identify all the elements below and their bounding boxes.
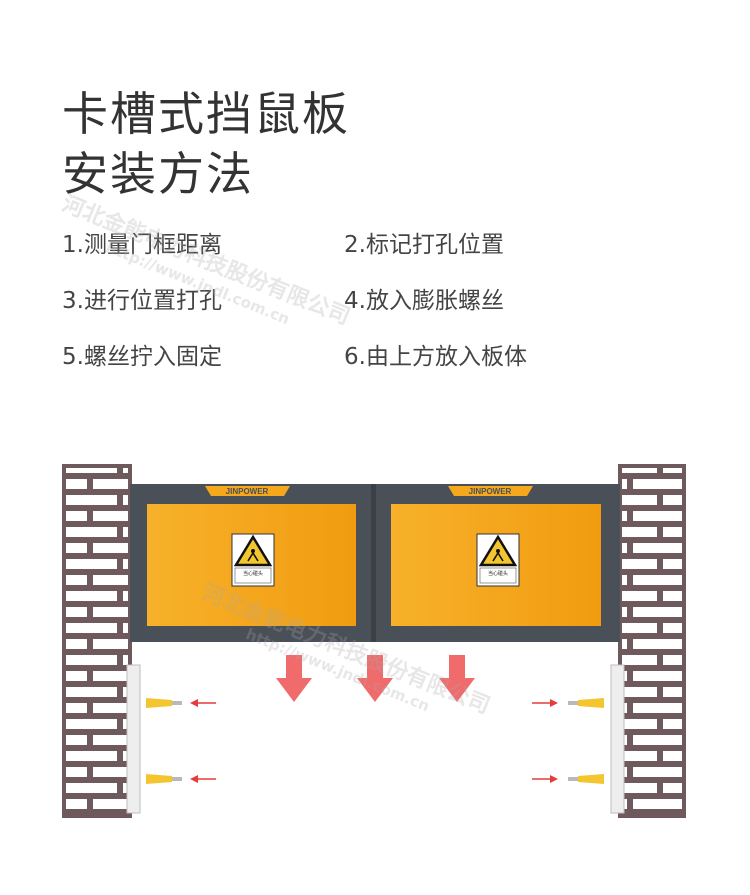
step-item: 5.螺丝拧入固定 xyxy=(62,344,222,370)
down-arrow-icon xyxy=(357,655,393,702)
left-arrow-icon xyxy=(190,775,216,783)
steps-list: 1.测量门框距离 2.标记打孔位置 3.进行位置打孔 4.放入膨胀螺丝 5.螺丝… xyxy=(62,228,702,374)
expansion-anchor-icon xyxy=(568,774,604,784)
brand-plate-right xyxy=(448,486,533,496)
page-title: 卡槽式挡鼠板 安装方法 xyxy=(62,84,350,204)
installation-illustration: JINPOWER 当心碰头 JINPOWER 当心碰头 xyxy=(0,460,750,840)
expansion-anchor-icon xyxy=(146,698,182,708)
title-line-2: 安装方法 xyxy=(62,147,254,201)
expansion-anchor-icon xyxy=(568,698,604,708)
step-item: 2.标记打孔位置 xyxy=(344,232,504,258)
brand-label-right: JINPOWER xyxy=(469,487,512,496)
step-item: 6.由上方放入板体 xyxy=(344,344,527,370)
left-brick-wall xyxy=(62,464,141,818)
left-anchors xyxy=(146,698,216,784)
step-item: 3.进行位置打孔 xyxy=(62,288,222,314)
brand-label-left: JINPOWER xyxy=(226,487,269,496)
warning-sign-right: 当心碰头 xyxy=(476,533,520,587)
title-line-1: 卡槽式挡鼠板 xyxy=(62,87,350,141)
step-item: 1.测量门框距离 xyxy=(62,232,222,258)
step-item: 4.放入膨胀螺丝 xyxy=(344,288,504,314)
right-arrow-icon xyxy=(532,775,558,783)
right-brick-wall xyxy=(610,464,686,818)
warning-sign-left: 当心碰头 xyxy=(231,533,275,587)
expansion-anchor-icon xyxy=(146,774,182,784)
right-anchors xyxy=(532,698,604,784)
rodent-board-frame: JINPOWER 当心碰头 JINPOWER 当心碰头 xyxy=(130,484,620,642)
left-arrow-icon xyxy=(190,699,216,707)
brand-plate-left xyxy=(205,486,290,496)
down-arrow-icon xyxy=(439,655,475,702)
warning-sign-text-left: 当心碰头 xyxy=(243,570,263,577)
right-arrow-icon xyxy=(532,699,558,707)
warning-sign-text-right: 当心碰头 xyxy=(488,570,508,577)
down-arrow-icon xyxy=(276,655,312,702)
illustration-svg: JINPOWER 当心碰头 JINPOWER 当心碰头 xyxy=(62,464,686,818)
